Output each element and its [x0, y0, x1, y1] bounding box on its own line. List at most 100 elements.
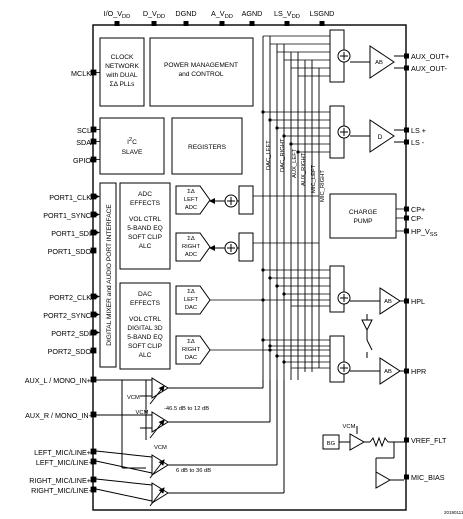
bus-lines [262, 36, 320, 380]
pin-d-vdd: D_VDD [143, 9, 165, 26]
digital-mixer-block [99, 182, 117, 368]
hp-switch [361, 314, 373, 358]
svg-text:and CONTROL: and CONTROL [178, 71, 223, 78]
bus-taps [210, 35, 330, 369]
svg-text:CLOCK: CLOCK [111, 54, 134, 61]
pin-a-vdd: A_VDD [211, 9, 233, 26]
svg-text:DAC_LEFT: DAC_LEFT [266, 140, 272, 170]
pin-port2-sdi: PORT2_SDI [51, 329, 91, 338]
pin-hp-vss: HP_VSS [411, 227, 438, 238]
pin-dgnd: DGND [175, 9, 197, 26]
svg-text:DAC: DAC [138, 291, 152, 298]
pin-right-mic-p: RIGHT_MIC/LINE+ [29, 476, 91, 485]
pin-mic-bias: MIC_BIAS [411, 473, 445, 482]
svg-text:RIGHT: RIGHT [182, 244, 200, 250]
svg-text:D_VDD: D_VDD [143, 9, 165, 20]
svg-text:with DUAL: with DUAL [105, 72, 137, 79]
svg-text:5-BAND EQ: 5-BAND EQ [127, 334, 163, 341]
pin-right-mic-n: RIGHT_MIC/LINE- [31, 486, 92, 495]
input-pgas [95, 377, 285, 507]
svg-text:AB: AB [384, 369, 392, 375]
input-annotations: VCM VCM -46.5 dB to 12 dB 6 dB to 36 dB [127, 395, 211, 474]
svg-text:ALC: ALC [139, 352, 152, 359]
svg-text:ALC: ALC [139, 243, 152, 250]
pin-vref-flt: VREF_FLT [411, 436, 447, 445]
port-lines [95, 194, 100, 335]
pin-sda: SDA [76, 138, 91, 147]
pin-ls-vdd: LS_VDD [274, 9, 300, 26]
i2c-slave-block [99, 117, 165, 175]
pin-mclk: MCLK [71, 69, 91, 78]
svg-text:ΣΔ: ΣΔ [187, 289, 195, 295]
svg-text:ΣΔ PLLs: ΣΔ PLLs [110, 81, 136, 88]
svg-text:SOFT CLIP: SOFT CLIP [128, 234, 163, 241]
svg-text:AB: AB [375, 60, 383, 66]
svg-text:ADC: ADC [138, 191, 152, 198]
pin-scl: SCL [77, 126, 91, 135]
pin-hpr: HPR [411, 367, 426, 376]
clock-network-block [99, 37, 145, 107]
svg-text:ΣΔ: ΣΔ [187, 189, 195, 195]
svg-text:-46.5 dB to 12 dB: -46.5 dB to 12 dB [164, 406, 209, 412]
pin-port2-sync: PORT2_SYNC [43, 311, 91, 320]
pin-aux-l: AUX_L / MONO_IN+ [25, 376, 91, 385]
dac-effects-block [119, 282, 171, 370]
svg-text:EFFECTS: EFFECTS [130, 300, 161, 307]
pin-left-mic-n: LEFT_MIC/LINE- [36, 458, 92, 467]
pin-port1-sync: PORT1_SYNC [43, 211, 91, 220]
svg-text:AB: AB [384, 299, 392, 305]
adc-summers [209, 185, 254, 262]
pin-port2-sdo: PORT2_SDO [48, 347, 92, 356]
svg-text:LEFT: LEFT [184, 297, 199, 303]
svg-text:CHARGE: CHARGE [349, 209, 378, 216]
svg-text:MIC_RIGHT: MIC_RIGHT [320, 170, 326, 202]
svg-text:I2C: I2C [127, 137, 137, 146]
svg-text:LS_VDD: LS_VDD [274, 9, 300, 20]
svg-text:6 dB to 36 dB: 6 dB to 36 dB [176, 468, 211, 474]
svg-text:POWER MANAGEMENT: POWER MANAGEMENT [164, 62, 238, 69]
right-dac-block [175, 335, 211, 365]
pin-cp-n: CP- [411, 214, 424, 223]
left-dac-block [175, 285, 211, 315]
svg-text:ADC: ADC [185, 252, 197, 258]
left-adc-block [175, 185, 211, 215]
svg-text:BG: BG [327, 441, 336, 447]
svg-text:VCM: VCM [136, 410, 149, 416]
pin-port1-sdo: PORT1_SDO [48, 247, 92, 256]
svg-text:DAC: DAC [185, 355, 197, 361]
svg-text:PUMP: PUMP [353, 218, 373, 225]
right-pins: AUX_OUT+ AUX_OUT- LS + LS - CP+ CP- HP_V… [411, 52, 449, 482]
svg-text:ADC: ADC [185, 205, 197, 211]
pin-port1-sdi: PORT1_SDI [51, 229, 91, 238]
pin-hpl: HPL [411, 297, 425, 306]
pin-cp-p: CP+ [411, 205, 425, 214]
svg-text:VCM: VCM [127, 395, 140, 401]
svg-text:VOL CTRL: VOL CTRL [129, 216, 161, 223]
power-management-block [149, 37, 254, 107]
pin-gpio: GPIO [73, 156, 91, 165]
svg-text:ΣΔ: ΣΔ [187, 236, 195, 242]
pin-ls-p: LS + [411, 126, 426, 135]
svg-text:AUX_RIGHT: AUX_RIGHT [301, 152, 307, 186]
output-mixers [329, 29, 351, 383]
svg-text:SLAVE: SLAVE [122, 149, 143, 156]
pin-lsgnd: LSGND [310, 9, 334, 26]
chip-outline [92, 24, 407, 511]
svg-text:LEFT: LEFT [184, 197, 199, 203]
svg-text:MIC_LEFT: MIC_LEFT [311, 165, 317, 193]
vref-section [322, 426, 404, 489]
svg-text:DAC: DAC [185, 305, 197, 311]
pin-io-vdd: I/O_VDD [104, 9, 130, 26]
charge-pump-block [329, 193, 397, 239]
pin-aux-out-p: AUX_OUT+ [411, 52, 449, 61]
svg-text:AGND: AGND [242, 9, 263, 18]
pin-port1-clk: PORT1_CLK [49, 193, 91, 202]
svg-text:D: D [378, 134, 383, 141]
svg-text:RIGHT: RIGHT [182, 347, 200, 353]
svg-text:DAC_RIGHT: DAC_RIGHT [280, 138, 286, 172]
pin-port2-clk: PORT2_CLK [49, 293, 91, 302]
svg-text:ΣΔ: ΣΔ [187, 339, 195, 345]
svg-text:VOL CTRL: VOL CTRL [129, 316, 161, 323]
svg-text:REGISTERS: REGISTERS [188, 144, 227, 151]
